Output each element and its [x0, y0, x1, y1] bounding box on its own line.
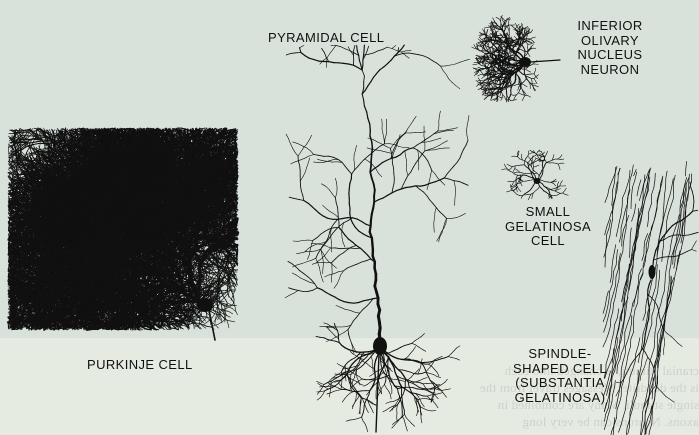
purkinje-dendrite	[236, 311, 238, 315]
purkinje-dendrite	[232, 291, 236, 292]
purkinje-dendrite	[233, 296, 234, 300]
purkinje-cell-drawing	[8, 128, 238, 340]
purkinje-dendrite	[234, 283, 236, 287]
